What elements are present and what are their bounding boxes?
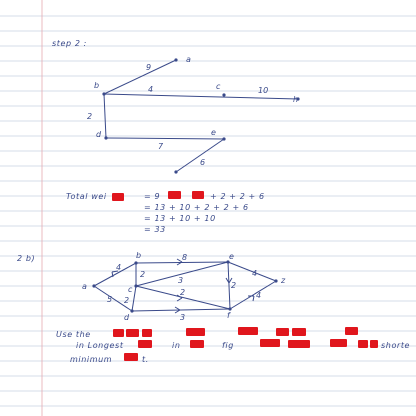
- network-weight-e-z: 4: [252, 269, 257, 278]
- network-weight-f-z: 4: [256, 291, 261, 300]
- network-weight-b-c: 2: [140, 270, 145, 279]
- redaction-box: [288, 340, 310, 348]
- network-label-a: a: [82, 282, 87, 291]
- redaction-box: [186, 328, 205, 336]
- tree-weight-d-e: 7: [158, 142, 164, 151]
- tree-weight-b-d: 2: [87, 112, 92, 121]
- network-edge-f-z: [229, 280, 277, 310]
- tree-node-d: [104, 136, 108, 140]
- total-weight-label: Total wei: [66, 192, 107, 201]
- tree-label-a: a: [186, 55, 191, 64]
- total-weight-calculation: Total wei = 9 + 2 + 2 + 6 = 13 + 10 + 2 …: [66, 191, 265, 234]
- network-label-e: e: [229, 252, 234, 261]
- total-weight-line-3: = 13 + 10 + 10: [144, 214, 216, 223]
- tree-node-c: [222, 93, 226, 97]
- tree-weight-lower: 6: [200, 158, 205, 167]
- network-label-c: c: [128, 285, 133, 294]
- redaction-box: [190, 340, 204, 348]
- tree-sketch: a b c h d e 9 4 10 2 7 6: [87, 55, 300, 174]
- tree-edge-lower: [175, 138, 225, 173]
- redaction-box: [330, 339, 347, 347]
- redaction-box: [260, 339, 280, 347]
- network-weight-d-f: 3: [180, 313, 185, 322]
- tree-node-a: [174, 58, 178, 62]
- tree-node-lower: [174, 170, 178, 174]
- total-weight-line-1: = 9: [144, 192, 160, 201]
- tree-label-e: e: [211, 128, 216, 137]
- network-node-b: [134, 261, 138, 265]
- instruction-line-2-start: in Longest: [76, 341, 124, 350]
- instruction-line-2-word: fig: [222, 341, 234, 350]
- network-edge-e-z: [227, 261, 277, 282]
- tree-label-c: c: [216, 82, 221, 91]
- tree-label-d: d: [96, 130, 102, 139]
- tree-edge-b-d: [103, 93, 107, 139]
- network-edge-a-d: [93, 285, 133, 312]
- redaction-box: [292, 328, 306, 336]
- redaction-box: [124, 353, 138, 361]
- redaction-box: [168, 191, 181, 199]
- network-weight-b-e: 8: [182, 253, 187, 262]
- redaction-box: [126, 329, 139, 337]
- redaction-box: [192, 191, 204, 199]
- network-edge-c-f: [135, 285, 231, 310]
- redaction-box: [358, 340, 368, 348]
- total-weight-line-4: = 33: [144, 225, 166, 234]
- network-node-a: [92, 284, 96, 288]
- network-label-z: z: [280, 276, 286, 285]
- network-weight-a-b: 4: [116, 263, 121, 272]
- instruction-line-2-mid: in: [172, 341, 181, 350]
- redaction-box: [345, 327, 358, 335]
- tree-edge-b-a: [103, 59, 177, 95]
- redaction-box: [138, 340, 152, 348]
- redaction-box: [238, 327, 258, 335]
- total-weight-line-1-tail: + 2 + 2 + 6: [210, 192, 265, 201]
- redaction-box: [142, 329, 152, 337]
- tree-node-e: [222, 137, 226, 141]
- network-label-d: d: [124, 313, 130, 322]
- instruction-line-1-start: Use the: [56, 330, 91, 339]
- tree-label-b: b: [94, 81, 99, 90]
- instruction-line-3-start: minimum: [70, 355, 112, 364]
- tree-node-h: [296, 97, 300, 101]
- redaction-box: [276, 328, 289, 336]
- step-heading: step 2 :: [52, 39, 87, 48]
- redaction-box: [112, 193, 124, 201]
- network-edge-c-e: [135, 261, 229, 287]
- network-node-e: [226, 260, 230, 264]
- network-arrowheads: [111, 258, 255, 314]
- network-weight-e-f: 2: [231, 281, 236, 290]
- network-node-c: [134, 284, 138, 288]
- tree-edge-b-h: [103, 93, 299, 100]
- network-graph: a b c d e f z 4 5 8 2 3 2 2 3 2 4 4: [82, 251, 286, 322]
- network-edge-c-d: [131, 285, 137, 312]
- redaction-box: [113, 329, 124, 337]
- part-label: 2 b): [17, 254, 35, 263]
- network-weight-c-e: 3: [178, 276, 183, 285]
- network-edge-d-f: [131, 308, 231, 312]
- network-edge-e-f: [227, 261, 231, 310]
- redaction-box: [370, 340, 378, 348]
- tree-edge-d-e: [105, 137, 225, 140]
- tree-node-b: [102, 92, 106, 96]
- network-node-d: [130, 309, 134, 313]
- network-node-z: [274, 279, 278, 283]
- total-weight-line-2: = 13 + 10 + 2 + 2 + 6: [144, 203, 249, 212]
- tree-label-h: h: [293, 95, 298, 104]
- network-weight-c-f: 2: [180, 288, 185, 297]
- tree-weight-b-c: 4: [148, 85, 153, 94]
- instruction-line-3-end: t.: [142, 355, 149, 364]
- network-node-f: [228, 307, 232, 311]
- network-weight-a-d: 5: [107, 295, 112, 304]
- network-label-f: f: [227, 311, 231, 320]
- network-weight-c-d: 2: [124, 296, 129, 305]
- tree-weight-b-a: 9: [146, 63, 151, 72]
- network-edge-a-b: [93, 262, 137, 287]
- instruction-line-2-end: shorte: [381, 341, 410, 350]
- tree-weight-c-h: 10: [258, 86, 268, 95]
- instruction-text: Use the in Longest in fig shorte minimum…: [56, 327, 410, 364]
- network-label-b: b: [136, 251, 141, 260]
